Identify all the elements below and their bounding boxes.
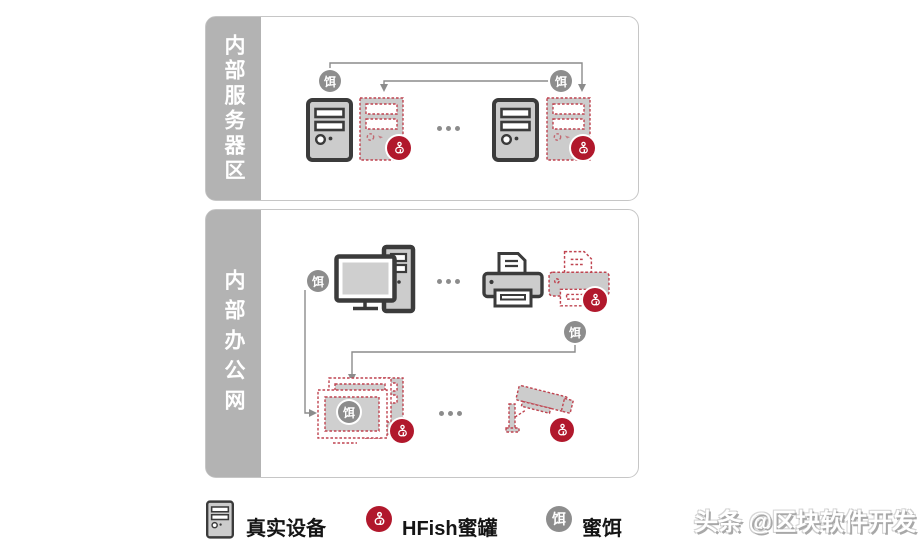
bait-badge: 饵 bbox=[338, 401, 360, 423]
bait-badge: 饵 bbox=[564, 321, 586, 343]
real-printer-icon bbox=[482, 251, 544, 311]
hfish-hook-badge bbox=[550, 418, 574, 442]
hook-icon bbox=[554, 422, 571, 439]
bait-badge: 饵 bbox=[319, 70, 341, 92]
bait-badge: 饵 bbox=[550, 70, 572, 92]
hfish-hook-icon bbox=[366, 506, 392, 532]
section-label: 内部办公网 bbox=[222, 268, 245, 419]
real-server-icon bbox=[492, 98, 539, 162]
hook-icon bbox=[370, 510, 389, 529]
hook-icon bbox=[391, 140, 408, 157]
real-server-icon bbox=[306, 98, 353, 162]
hook-icon bbox=[575, 140, 592, 157]
bait-badge: 饵 bbox=[307, 270, 329, 292]
legend-label-bait: 蜜饵 bbox=[582, 518, 622, 540]
hfish-hook-badge bbox=[390, 419, 414, 443]
hfish-hook-badge bbox=[571, 136, 595, 160]
section-label: 内部服务器区 bbox=[222, 33, 245, 184]
legend-label-hfish-honeypot: HFish蜜罐 bbox=[402, 518, 498, 540]
real-device-server-icon bbox=[206, 499, 234, 540]
hfish-hook-badge bbox=[583, 288, 607, 312]
ellipsis-icon bbox=[439, 411, 462, 416]
legend-label-real-device: 真实设备 bbox=[246, 518, 326, 540]
hook-icon bbox=[587, 292, 604, 309]
hook-icon bbox=[394, 423, 411, 440]
watermark: 头条 @区块软件开发 bbox=[693, 509, 916, 536]
real-computer-icon bbox=[334, 244, 418, 318]
ellipsis-icon bbox=[437, 279, 460, 284]
section-label-bar: 内部服务器区 bbox=[206, 17, 261, 200]
section-label-bar: 内部办公网 bbox=[206, 210, 261, 477]
bait-icon: 饵 bbox=[546, 506, 572, 532]
ellipsis-icon bbox=[437, 126, 460, 131]
hfish-hook-badge bbox=[387, 136, 411, 160]
